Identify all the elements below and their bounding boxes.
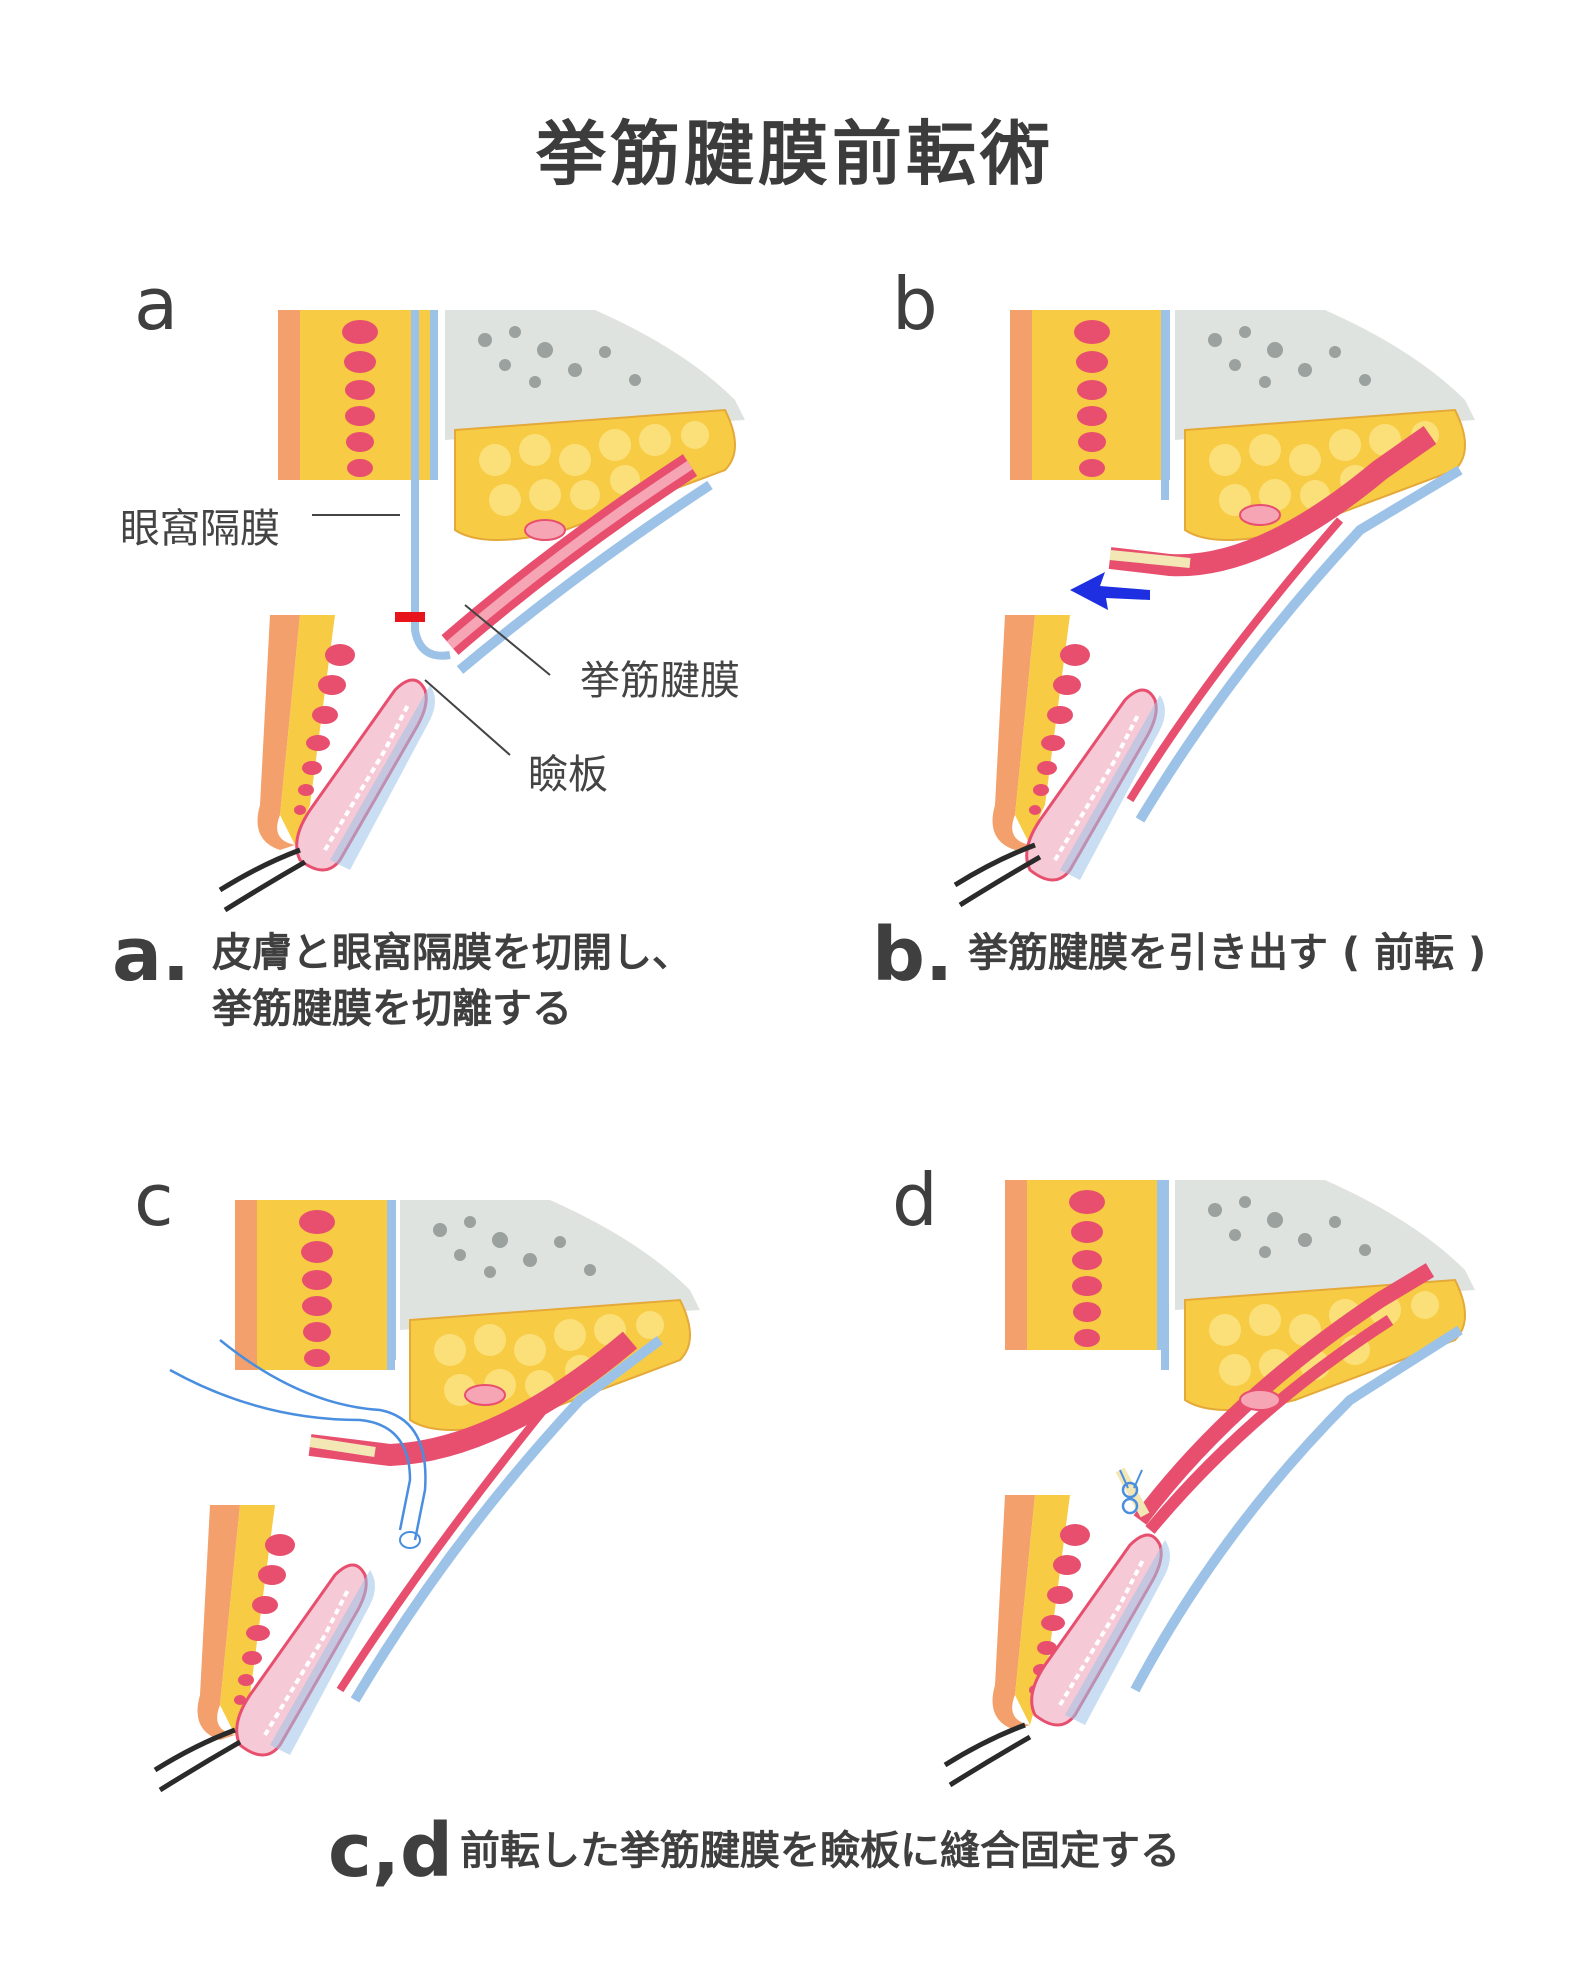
page-title: 挙筋腱膜前転術: [536, 113, 1054, 195]
incision-mark-icon: [395, 612, 425, 622]
panel-label-d: d: [892, 1158, 938, 1242]
diagram-panel-b: [960, 309, 1476, 860]
annotation-orbital-septum: 眼窩隔膜: [120, 506, 280, 552]
caption-b-text: 挙筋腱膜を引き出す ( 前転 ): [968, 930, 1487, 976]
diagram-panel-d: [960, 1179, 1476, 1730]
panel-label-a: a: [134, 262, 179, 346]
caption-cd-letter: c,d: [328, 1808, 453, 1894]
caption-b-letter: b.: [872, 912, 954, 998]
arrow-left-icon: [1070, 572, 1150, 610]
caption-a-line1: 皮膚と眼窩隔膜を切開し、: [212, 930, 692, 976]
caption-a-line2: 挙筋腱膜を切離する: [212, 986, 572, 1032]
diagram-panel-a: [200, 309, 746, 860]
panel-label-b: b: [892, 262, 938, 346]
caption-a-letter: a.: [112, 912, 191, 998]
caption-cd-text: 前転した挙筋腱膜を瞼板に縫合固定する: [460, 1828, 1180, 1874]
diagram-panel-c: [160, 1199, 701, 1750]
annotation-tarsus: 瞼板: [528, 752, 608, 798]
panel-label-c: c: [134, 1158, 174, 1242]
annotation-levator-aponeurosis: 挙筋腱膜: [580, 658, 740, 704]
